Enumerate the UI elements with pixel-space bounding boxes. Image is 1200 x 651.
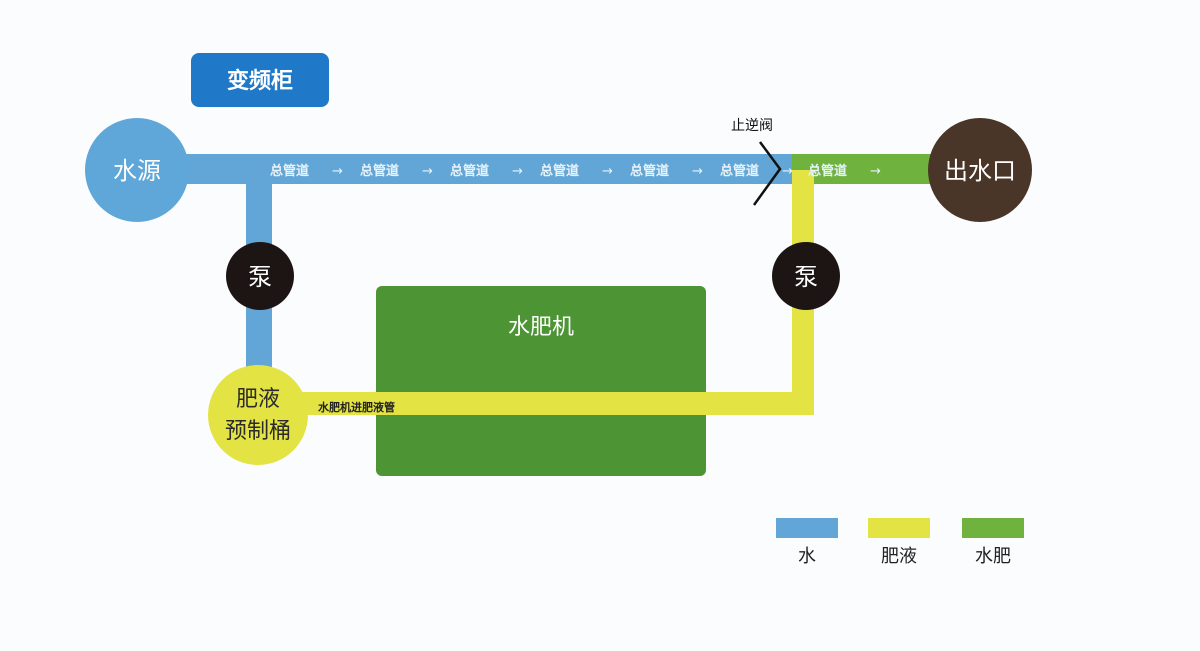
right-pump-label: 泵 — [794, 263, 818, 291]
legend-swatch-water — [776, 518, 838, 538]
pipe-arrow-6: → — [782, 164, 793, 179]
feed-liquid-pipe — [290, 392, 814, 415]
legend-swatch-liquid — [868, 518, 930, 538]
premix-tank-label-line1: 肥液 — [236, 387, 280, 412]
right-pump-node — [772, 242, 840, 310]
legend-label-water: 水 — [798, 546, 816, 567]
left-pump-node — [226, 242, 294, 310]
frequency-cabinet-label: 变频柜 — [227, 68, 293, 94]
pipe-label-7: 总管道 — [808, 163, 847, 179]
legend-label-mix: 水肥 — [975, 546, 1011, 567]
pipe-arrow-2: → — [422, 164, 433, 179]
legend: 水 肥液 水肥 — [776, 518, 1024, 567]
pipe-label-5: 总管道 — [630, 163, 669, 179]
legend-label-liquid: 肥液 — [881, 546, 917, 567]
pipe-label-2: 总管道 — [360, 163, 399, 179]
outlet-node — [928, 118, 1032, 222]
main-pipe-labels: 总管道 → 总管道 → 总管道 → 总管道 → 总管道 → 总管道 → 总管道 … — [270, 163, 881, 179]
pipe-label-3: 总管道 — [450, 163, 489, 179]
fertigation-machine-label: 水肥机 — [508, 315, 574, 340]
pipe-arrow-3: → — [512, 164, 523, 179]
water-source-label: 水源 — [113, 157, 161, 185]
pipe-arrow-7: → — [870, 164, 881, 179]
fertigation-machine — [376, 286, 706, 476]
pipe-label-1: 总管道 — [270, 163, 309, 179]
pipe-arrow-1: → — [332, 164, 343, 179]
pipe-arrow-4: → — [602, 164, 613, 179]
premix-tank-node — [208, 365, 308, 465]
water-source-node — [85, 118, 189, 222]
check-valve-label: 止逆阀 — [731, 118, 773, 134]
left-pump-label: 泵 — [248, 263, 272, 291]
frequency-cabinet — [191, 53, 329, 107]
outlet-label: 出水口 — [944, 157, 1016, 185]
pipe-arrow-5: → — [692, 164, 703, 179]
pipe-label-4: 总管道 — [540, 163, 579, 179]
feed-pipe-label: 水肥机进肥液管 — [318, 400, 395, 414]
check-valve-icon — [752, 141, 782, 206]
premix-tank-label-line2: 预制桶 — [225, 419, 291, 444]
legend-swatch-mix — [962, 518, 1024, 538]
pipe-label-6: 总管道 — [720, 163, 759, 179]
